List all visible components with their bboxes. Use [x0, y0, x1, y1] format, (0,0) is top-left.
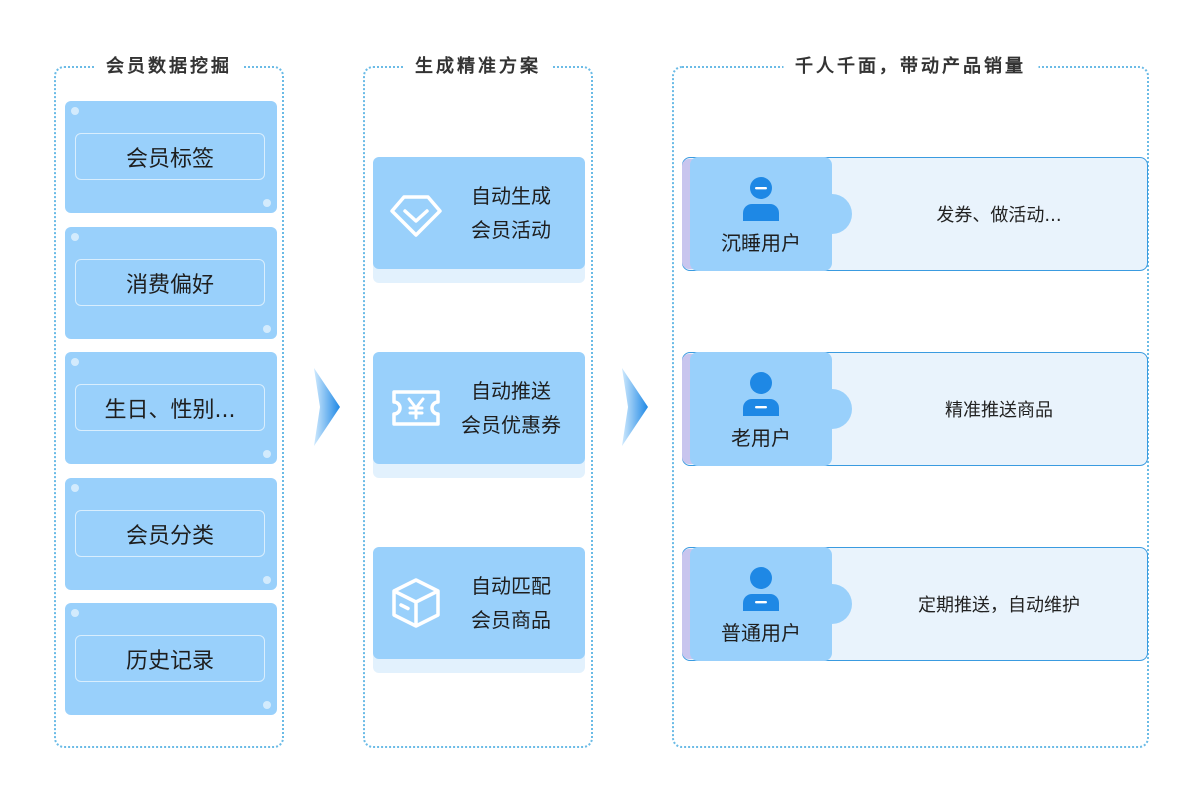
user-row-returning[interactable]: 老用户 精准推送商品: [682, 352, 1148, 466]
mining-card-birthday-gender[interactable]: 生日、性别...: [65, 352, 277, 464]
plan-card-coupon[interactable]: 自动推送 会员优惠券: [373, 352, 585, 478]
mining-card-label: 历史记录: [75, 635, 265, 682]
arrow-right-icon: [622, 368, 648, 446]
plan-title: 自动推送: [471, 379, 551, 403]
mining-card-label: 消费偏好: [75, 259, 265, 306]
user-type-label: 沉睡用户: [721, 231, 801, 255]
plan-subtitle: 会员商品: [471, 608, 551, 632]
user-type-label: 老用户: [731, 426, 791, 450]
plan-card-activity[interactable]: 自动生成 会员活动: [373, 157, 585, 283]
yen-ticket-icon: [387, 379, 445, 437]
user-row-dormant[interactable]: 沉睡用户 发券、做活动...: [682, 157, 1148, 271]
user-icon: [743, 567, 779, 611]
diamond-icon: [387, 184, 445, 242]
user-row-regular[interactable]: 普通用户 定期推送，自动维护: [682, 547, 1148, 661]
panel-generate-plans: 生成精准方案 自动生成 会员活动: [363, 56, 593, 748]
plan-subtitle: 会员优惠券: [461, 413, 561, 437]
plan-title: 自动生成: [471, 184, 551, 208]
plan-subtitle: 会员活动: [471, 218, 551, 242]
arrow-right-icon: [314, 368, 340, 446]
user-type-label: 普通用户: [721, 621, 801, 645]
mining-card-tags[interactable]: 会员标签: [65, 101, 277, 213]
user-action-text: 精准推送商品: [945, 400, 1053, 421]
panel-title-mining: 会员数据挖掘: [94, 56, 244, 78]
box-icon: [387, 574, 445, 632]
panel-title-targeting: 千人千面，带动产品销量: [783, 56, 1038, 78]
mining-card-label: 会员分类: [75, 510, 265, 557]
mining-card-classification[interactable]: 会员分类: [65, 478, 277, 590]
plan-title: 自动匹配: [471, 574, 551, 598]
mining-card-label: 生日、性别...: [75, 384, 265, 431]
mining-card-label: 会员标签: [75, 133, 265, 180]
user-icon: [743, 177, 779, 221]
user-icon: [743, 372, 779, 416]
panel-personalized-targeting: 千人千面，带动产品销量 沉睡用户 发券、做活动... 老用户 精准推送商品: [672, 56, 1149, 748]
user-action-text: 定期推送，自动维护: [918, 595, 1080, 616]
mining-card-preference[interactable]: 消费偏好: [65, 227, 277, 339]
panel-title-plans: 生成精准方案: [403, 56, 553, 78]
panel-member-data-mining: 会员数据挖掘 会员标签 消费偏好 生日、性别... 会员分类 历史记录: [54, 56, 284, 748]
user-action-text: 发券、做活动...: [936, 205, 1062, 226]
mining-card-history[interactable]: 历史记录: [65, 603, 277, 715]
plan-card-products[interactable]: 自动匹配 会员商品: [373, 547, 585, 673]
